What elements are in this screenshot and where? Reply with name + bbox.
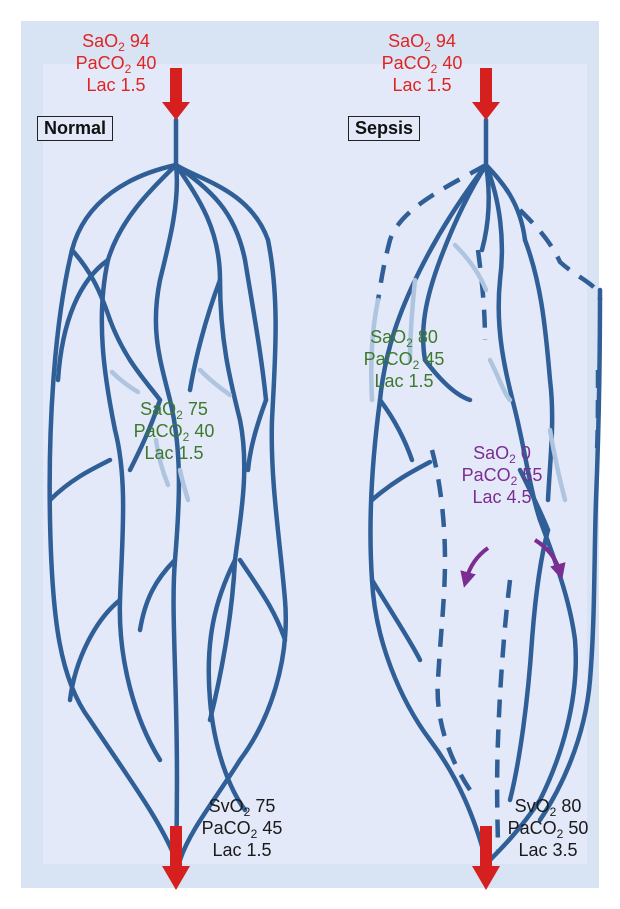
co2-value: 45 — [262, 818, 282, 838]
sat-label: SaO — [388, 31, 424, 51]
normal-outflow-values: SvO2 75 PaCO2 45 Lac 1.5 — [196, 795, 288, 861]
co2-value: 40 — [442, 53, 462, 73]
lactate-value: Lac 1.5 — [124, 442, 224, 464]
sepsis-shunt-values: SaO2 0 PaCO2 55 Lac 4.5 — [452, 442, 552, 508]
co2-label: PaCO — [76, 53, 125, 73]
co2-value: 45 — [424, 349, 444, 369]
lactate-value: Lac 1.5 — [372, 74, 472, 96]
co2-label: PaCO — [364, 349, 413, 369]
sat-label: SaO — [473, 443, 509, 463]
co2-value: 40 — [136, 53, 156, 73]
sepsis-capillary-values: SaO2 80 PaCO2 45 Lac 1.5 — [354, 326, 454, 392]
sat-value: 80 — [561, 796, 581, 816]
co2-label: PaCO — [508, 818, 557, 838]
sat-value: 94 — [436, 31, 456, 51]
sat-value: 94 — [130, 31, 150, 51]
normal-inflow-values: SaO2 94 PaCO2 40 Lac 1.5 — [66, 30, 166, 96]
lactate-value: Lac 1.5 — [66, 74, 166, 96]
normal-panel-title: Normal — [37, 116, 113, 141]
lactate-value: Lac 3.5 — [502, 839, 594, 861]
sat-label: SaO — [370, 327, 406, 347]
sat-label: SaO — [82, 31, 118, 51]
sepsis-inflow-values: SaO2 94 PaCO2 40 Lac 1.5 — [372, 30, 472, 96]
sat-value: 0 — [521, 443, 531, 463]
co2-label: PaCO — [462, 465, 511, 485]
co2-value: 55 — [522, 465, 542, 485]
sepsis-outflow-values: SvO2 80 PaCO2 50 Lac 3.5 — [502, 795, 594, 861]
sat-label: SvO — [515, 796, 550, 816]
normal-capillary-values: SaO2 75 PaCO2 40 Lac 1.5 — [124, 398, 224, 464]
sat-value: 75 — [255, 796, 275, 816]
sepsis-inflow-arrow — [472, 68, 500, 120]
lactate-value: Lac 4.5 — [452, 486, 552, 508]
co2-value: 50 — [568, 818, 588, 838]
co2-value: 40 — [194, 421, 214, 441]
co2-label: PaCO — [202, 818, 251, 838]
co2-label: PaCO — [382, 53, 431, 73]
sepsis-panel-title: Sepsis — [348, 116, 420, 141]
sat-label: SvO — [209, 796, 244, 816]
shunt-arrows — [466, 540, 560, 580]
sat-value: 80 — [418, 327, 438, 347]
normal-inflow-arrow — [162, 68, 190, 120]
lactate-value: Lac 1.5 — [196, 839, 288, 861]
normal-vessel-network — [50, 120, 286, 860]
sat-label: SaO — [140, 399, 176, 419]
sat-value: 75 — [188, 399, 208, 419]
lactate-value: Lac 1.5 — [354, 370, 454, 392]
co2-label: PaCO — [134, 421, 183, 441]
